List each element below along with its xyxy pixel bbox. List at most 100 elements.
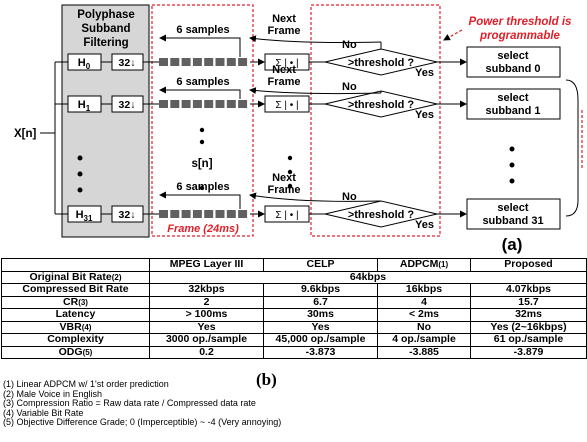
table-cell: 0.2 bbox=[149, 345, 264, 359]
no-label: No bbox=[342, 39, 357, 51]
sample-block bbox=[226, 100, 236, 108]
output-bracket bbox=[565, 79, 579, 217]
footnote: (4) Variable Bit Rate bbox=[3, 407, 84, 418]
select-subband-box bbox=[466, 88, 561, 120]
select-subband-label: subband 31 bbox=[482, 215, 543, 227]
sample-block bbox=[238, 210, 248, 218]
table-row-label: Original Bit Rate(2) bbox=[1, 270, 150, 284]
sample-block bbox=[159, 58, 168, 66]
no-arrow bbox=[249, 87, 382, 95]
table-cell: 64kbps bbox=[149, 270, 587, 284]
select-label: select bbox=[497, 50, 529, 62]
yes-label: Yes bbox=[415, 219, 434, 231]
samples-label: 6 samples bbox=[176, 76, 229, 88]
table-cell: -3.873 bbox=[263, 345, 378, 359]
table-cell: 16kbps bbox=[377, 283, 471, 297]
next-frame-label: Frame bbox=[267, 76, 300, 88]
decimator-label: 32↓ bbox=[119, 209, 136, 221]
samples-bracket bbox=[224, 194, 241, 209]
table-header-cell: CELP bbox=[263, 258, 378, 272]
next-frame-label: Next bbox=[272, 13, 296, 25]
samples-bracket bbox=[224, 89, 241, 99]
abs-sum-label: Σ | • | bbox=[275, 100, 298, 111]
table-header-cell: Proposed bbox=[470, 258, 587, 272]
table-row: ODG(5)0.2-3.873-3.885-3.879 bbox=[1, 345, 587, 359]
filterbank-box bbox=[61, 4, 150, 238]
select-subband-box bbox=[466, 198, 561, 230]
select-subband-label: subband 0 bbox=[485, 63, 540, 75]
table-row-label: Latency bbox=[1, 308, 150, 322]
row-label-text: CR bbox=[63, 296, 79, 308]
sample-block bbox=[238, 58, 248, 66]
figure-label-b: (b) bbox=[256, 370, 277, 389]
table-cell: 32ms bbox=[470, 308, 587, 322]
table-cell: < 2ms bbox=[377, 308, 471, 322]
table-row-label: CR(3) bbox=[1, 295, 150, 309]
sample-block bbox=[226, 58, 236, 66]
table-cell: -3.879 bbox=[470, 345, 587, 359]
table-cell: 6.7 bbox=[263, 295, 378, 309]
next-frame-label: Next bbox=[272, 172, 296, 184]
select-subband-label: subband 1 bbox=[485, 105, 540, 117]
row-label-note: (4) bbox=[81, 322, 92, 332]
comparison-table: MPEG Layer III CELP ADPCM(1) Proposed Or… bbox=[1, 258, 587, 359]
sample-block bbox=[159, 210, 168, 218]
select-subband-box bbox=[466, 46, 561, 78]
table-cell: No bbox=[377, 320, 471, 334]
sample-block bbox=[170, 100, 180, 108]
row-label-note: (3) bbox=[78, 297, 88, 307]
table-cell: Yes (2~16kbps) bbox=[470, 320, 587, 334]
sample-block bbox=[204, 58, 214, 66]
sample-block bbox=[226, 210, 236, 218]
row-label-note: (5) bbox=[82, 347, 93, 357]
table-cell: > 100ms bbox=[149, 308, 264, 322]
filterbank-title-line2: Subband bbox=[81, 23, 130, 35]
samples-bracket bbox=[224, 37, 241, 57]
sample-block bbox=[181, 58, 191, 66]
table-cell: 3000 op./sample bbox=[149, 333, 264, 347]
table-header-cell: ADPCM(1) bbox=[377, 258, 471, 272]
table-row-label: Complexity bbox=[1, 333, 150, 347]
yes-label: Yes bbox=[415, 109, 434, 121]
no-label: No bbox=[342, 191, 357, 203]
decimator-label: 32↓ bbox=[119, 57, 136, 69]
table-header-row: MPEG Layer III CELP ADPCM(1) Proposed bbox=[1, 258, 587, 272]
sample-block bbox=[181, 210, 191, 218]
threshold-label: >threshold ? bbox=[348, 57, 415, 69]
frame-region bbox=[151, 4, 254, 237]
table-header-text: ADPCM bbox=[399, 258, 439, 270]
row-label-text: Compressed Bit Rate bbox=[22, 283, 129, 295]
next-frame-label: Frame bbox=[267, 25, 300, 37]
table-cell: 61 op./sample bbox=[470, 333, 587, 347]
sample-block bbox=[181, 100, 191, 108]
sample-block bbox=[192, 210, 202, 218]
table-cell: 30ms bbox=[263, 308, 378, 322]
next-frame-label: Next bbox=[272, 64, 296, 76]
table-row-label: ODG(5) bbox=[1, 345, 150, 359]
row-label-text: Original Bit Rate bbox=[29, 271, 112, 283]
select-label: select bbox=[497, 92, 529, 104]
no-arrow bbox=[249, 35, 382, 43]
sample-block bbox=[159, 100, 168, 108]
footnotes: (1) Linear ADPCM w/ 1'st order predictio… bbox=[3, 379, 281, 428]
footnote: (2) Male Voice in English bbox=[3, 388, 103, 399]
table-header-cell bbox=[1, 258, 150, 272]
ellipsis-dots bbox=[77, 127, 515, 193]
table-cell: 4.07kbps bbox=[470, 283, 587, 297]
table-header-note: (1) bbox=[438, 260, 449, 269]
filterbank-title-line3: Filtering bbox=[83, 37, 128, 49]
row-label-note: (2) bbox=[111, 272, 122, 282]
footnote: (3) Compression Ratio = Raw data rate / … bbox=[3, 398, 256, 409]
table-row-label: Compressed Bit Rate bbox=[1, 283, 150, 297]
power-threshold-note-line1: Power threshold is bbox=[469, 16, 572, 28]
sample-block bbox=[204, 100, 214, 108]
row-label-text: ODG bbox=[58, 346, 83, 358]
sample-block bbox=[215, 100, 225, 108]
